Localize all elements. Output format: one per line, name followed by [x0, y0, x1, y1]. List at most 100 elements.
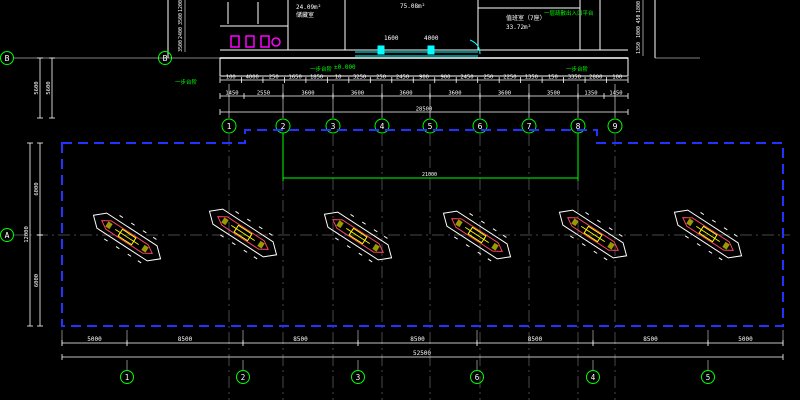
hose-mark [700, 212, 705, 216]
dispenser-icon [221, 217, 229, 226]
restroom-fixtures [230, 35, 281, 48]
dim-text: 900 [441, 75, 451, 81]
hose-mark [585, 212, 590, 216]
axis-label: A [5, 231, 10, 240]
hose-mark [220, 234, 224, 238]
dim-text: 1850 [310, 75, 323, 81]
dim-text: 1000 [636, 26, 642, 38]
hose-mark [603, 257, 608, 261]
dim-text: 1800 [636, 1, 642, 13]
hose-mark [246, 218, 251, 222]
axis-label: 7 [527, 122, 532, 131]
dim-text: 12000 [24, 226, 30, 243]
hose-mark [142, 230, 147, 234]
hose-mark [115, 246, 120, 250]
hose-mark [258, 226, 263, 230]
hose-mark [231, 242, 236, 246]
fuel-island [323, 211, 393, 263]
hose-mark [253, 256, 258, 260]
axis-bubble [607, 118, 623, 134]
dim-text: 3600 [399, 91, 412, 97]
dim-text: 3600 [351, 91, 364, 97]
sink-fixture [271, 37, 281, 47]
dim-text: 100 [226, 75, 236, 81]
dim-text: 2800 [589, 75, 602, 81]
dim-text: 5600 [46, 81, 52, 94]
note-text: 一步台阶 [566, 65, 589, 73]
hose-mark [696, 243, 701, 247]
island-outline [323, 211, 393, 261]
axis-label: 5 [706, 373, 711, 382]
island-outline [208, 208, 278, 258]
hose-mark [718, 257, 723, 261]
axis-bubble [422, 118, 438, 134]
dispenser-icon [607, 241, 615, 250]
room-name-label: 储藏室 [296, 11, 314, 19]
dispenser-icon [722, 241, 730, 250]
hose-mark [104, 238, 108, 242]
toilet-fixture [245, 35, 255, 48]
dispenser-icon [105, 221, 113, 230]
dispenser-icon [336, 220, 344, 229]
hose-mark [723, 227, 728, 231]
island-centerline [115, 229, 139, 245]
dim-text: 3350 [568, 75, 581, 81]
dim-text: 3500 [178, 40, 184, 52]
island-outline [673, 209, 743, 259]
hose-mark [358, 252, 363, 256]
axis-label: 8 [576, 122, 581, 131]
axis-bubble [701, 370, 715, 384]
island-core [567, 217, 619, 251]
hose-mark [733, 233, 738, 237]
column-marker [377, 45, 385, 55]
island-centerline [346, 228, 370, 244]
hose-mark [383, 235, 388, 239]
axis-label: B [5, 54, 10, 63]
dim-text: 1650 [289, 75, 302, 81]
axis-bubble [221, 118, 237, 134]
dim-text: 5600 [34, 81, 40, 94]
axis-label: 3 [331, 122, 336, 131]
fuel-island [92, 212, 162, 264]
dispenser-icon [686, 218, 694, 227]
hose-mark [487, 258, 492, 262]
dim-text: 2400 [178, 27, 184, 39]
hose-mark [492, 228, 497, 232]
hose-mark [130, 222, 135, 226]
axis-label: 2 [281, 122, 286, 131]
hose-mark [350, 214, 355, 218]
axis-bubble [374, 118, 390, 134]
dim-text: 8500 [528, 336, 543, 343]
hose-mark [502, 234, 507, 238]
glass-entry [355, 39, 481, 57]
dim-text: 5000 [738, 336, 753, 343]
axis-label: 1 [125, 373, 130, 382]
dim-text: 3500 [547, 91, 560, 97]
hose-mark [243, 249, 248, 253]
dim-text: 1450 [609, 91, 622, 97]
room-area-label: 24.09m² [296, 4, 321, 11]
hose-mark [454, 236, 458, 240]
dim-text: 3600 [448, 91, 461, 97]
hose-mark [570, 235, 574, 239]
island-centerline [465, 227, 489, 243]
hose-mark [368, 259, 373, 263]
dim-text: 28500 [416, 107, 433, 113]
dispenser-icon [455, 219, 463, 228]
room-area-label: 33.72m² [506, 24, 531, 31]
dim-text: 1350 [636, 42, 642, 54]
axis-bubble [0, 228, 14, 242]
dispenser-icon [491, 242, 499, 251]
hose-mark [119, 215, 124, 219]
axis-bubble [586, 370, 600, 384]
axis-label: 1 [227, 122, 232, 131]
door-swing [469, 39, 481, 55]
room-area-label: 75.08m² [400, 3, 425, 10]
axis-bubble [0, 51, 14, 65]
axis-label: 6 [475, 373, 480, 382]
dim-text: 2450 [460, 75, 473, 81]
dim-text: 2550 [257, 91, 270, 97]
